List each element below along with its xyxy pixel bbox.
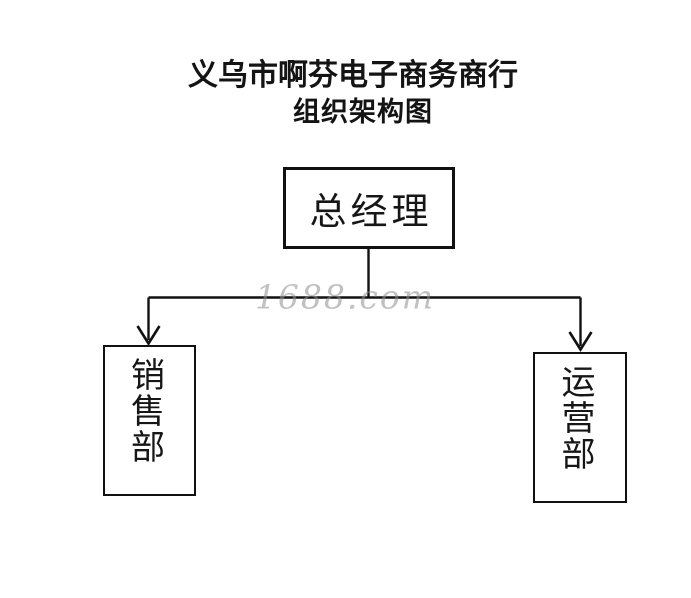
org-node-label: 销售部: [124, 357, 165, 465]
org-node-label: 总经理: [309, 190, 433, 233]
arrowhead-right-icon: [568, 331, 593, 352]
org-node-general-manager: 总经理: [283, 167, 455, 249]
arrowhead-left-icon: [136, 325, 161, 346]
chart-title-company: 义乌市啊芬电子商务商行: [188, 58, 518, 93]
org-node-sales-dept: 销售部: [103, 345, 196, 496]
org-node-label: 运营部: [555, 364, 595, 472]
org-node-operations-dept: 运营部: [533, 352, 627, 503]
chart-title-subtitle: 组织架构图: [293, 97, 433, 128]
